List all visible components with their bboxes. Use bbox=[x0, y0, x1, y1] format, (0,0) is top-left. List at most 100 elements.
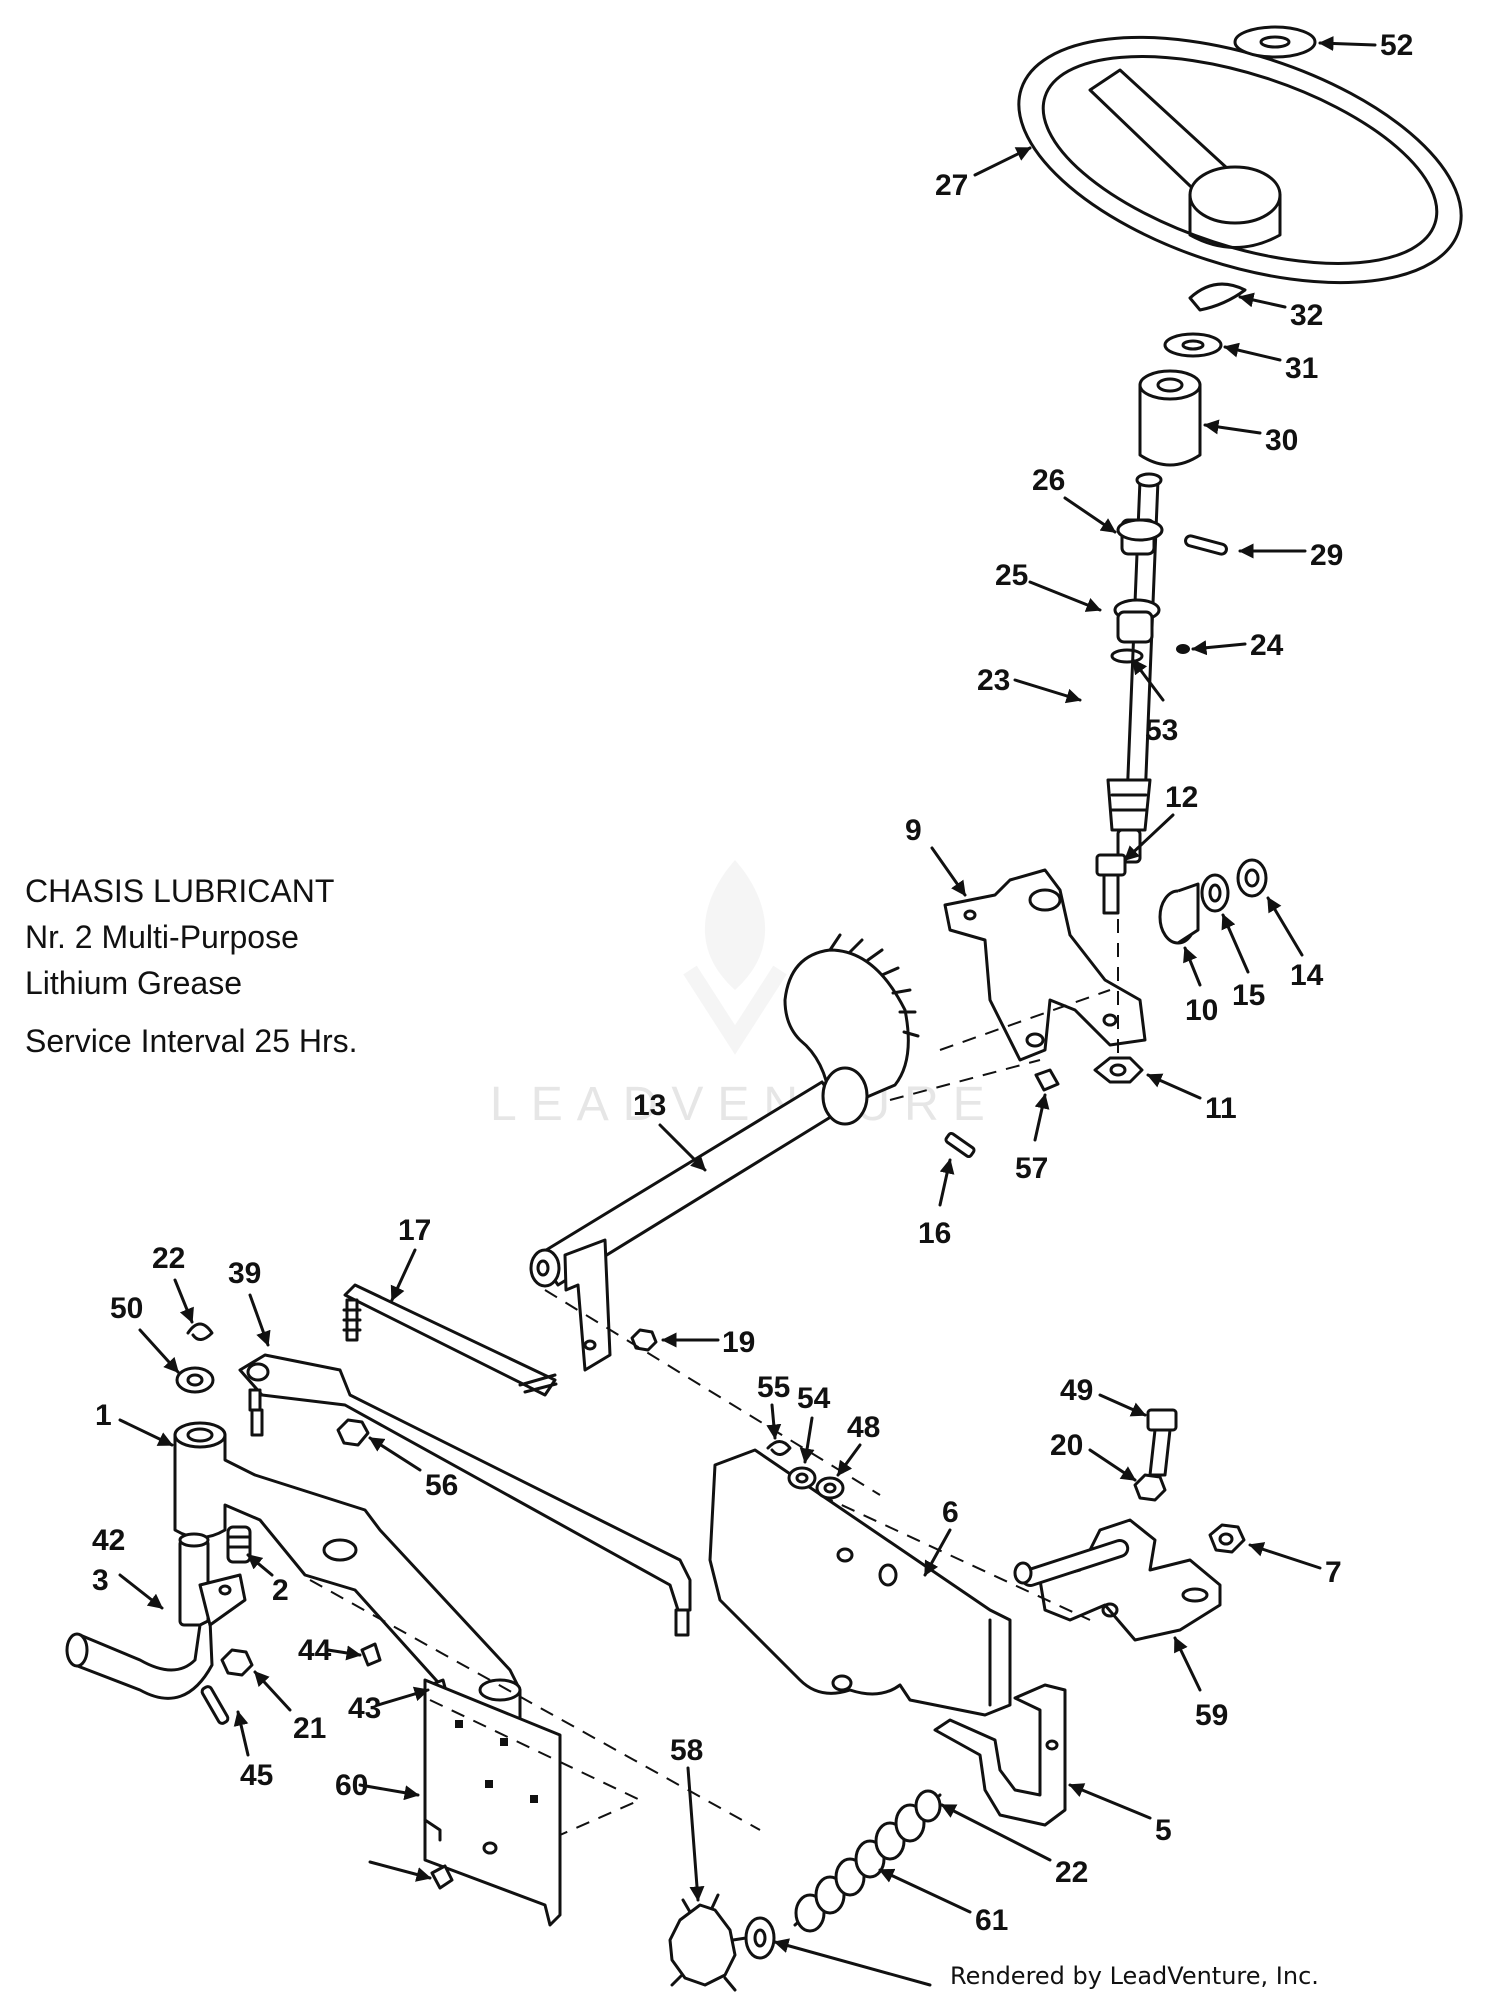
svg-text:57: 57 bbox=[1015, 1152, 1048, 1185]
steering-shaft bbox=[1106, 472, 1164, 864]
nut-49-left bbox=[1133, 1473, 1167, 1502]
svg-text:59: 59 bbox=[1195, 1699, 1228, 1732]
side-bracket bbox=[1013, 1518, 1222, 1642]
callout-24: 24 bbox=[1191, 629, 1284, 662]
callout-55: 54 bbox=[797, 1382, 831, 1464]
callout-1: 1 bbox=[95, 1399, 174, 1447]
svg-text:17: 17 bbox=[398, 1214, 431, 1247]
callout-45: 5 bbox=[1068, 1783, 1172, 1847]
svg-text:21: 21 bbox=[293, 1712, 326, 1745]
callout-16: 16 bbox=[918, 1158, 955, 1250]
callout-53: 53 bbox=[1131, 658, 1178, 747]
washer-55 bbox=[787, 1466, 817, 1490]
svg-text:19: 19 bbox=[722, 1326, 755, 1359]
watermark-text: LEADVENTURE bbox=[490, 1078, 999, 1131]
callout-2: 43 bbox=[348, 1686, 430, 1725]
drag-link bbox=[342, 1283, 558, 1397]
fitting-57 bbox=[1034, 1068, 1060, 1092]
callout-50: 50 bbox=[110, 1292, 180, 1374]
svg-text:25: 25 bbox=[995, 559, 1028, 592]
svg-text:26: 26 bbox=[1032, 464, 1065, 497]
callout-14: 14 bbox=[1266, 896, 1324, 992]
svg-text:16: 16 bbox=[918, 1217, 951, 1250]
svg-text:24: 24 bbox=[1250, 629, 1284, 662]
callout-6: 42 bbox=[92, 1524, 125, 1557]
assembly-line-bracket bbox=[939, 989, 1111, 1051]
mounting-plate bbox=[423, 1678, 562, 1927]
svg-text:54: 54 bbox=[797, 1382, 831, 1415]
svg-text:61: 61 bbox=[975, 1904, 1008, 1937]
bushing-30 bbox=[1138, 369, 1202, 467]
svg-text:14: 14 bbox=[1290, 959, 1324, 992]
pin-29 bbox=[1184, 534, 1228, 556]
svg-text:29: 29 bbox=[1310, 539, 1343, 572]
callout-12: 12 bbox=[1123, 781, 1198, 862]
washer-61 bbox=[744, 1916, 776, 1960]
washer-56 bbox=[766, 1440, 792, 1456]
svg-text:43: 43 bbox=[348, 1692, 381, 1725]
callout-11: 11 bbox=[1146, 1073, 1237, 1125]
svg-text:48: 48 bbox=[847, 1411, 880, 1444]
washer-50 bbox=[175, 1366, 215, 1394]
svg-text:9: 9 bbox=[905, 814, 922, 847]
svg-text:32: 32 bbox=[1290, 299, 1323, 332]
callout-22-top: 22 bbox=[152, 1242, 194, 1324]
note-line-4: Service Interval 25 Hrs. bbox=[25, 1023, 358, 1059]
svg-text:53: 53 bbox=[1145, 714, 1178, 747]
steering-sector-shaft bbox=[529, 933, 920, 1372]
steering-cap bbox=[1233, 25, 1317, 59]
callout-49-left: 20 bbox=[1050, 1429, 1137, 1482]
svg-text:23: 23 bbox=[977, 664, 1010, 697]
svg-text:58: 58 bbox=[670, 1734, 703, 1767]
render-credit: Rendered by LeadVenture, Inc. bbox=[950, 1962, 1319, 1990]
svg-text:30: 30 bbox=[1265, 424, 1298, 457]
assembly-line-plate bbox=[429, 1699, 643, 1836]
assembly-line-sector bbox=[889, 1059, 1041, 1101]
nut-19-lower bbox=[336, 1418, 370, 1447]
callout-60: 61 bbox=[878, 1868, 1008, 1937]
key-24 bbox=[1176, 644, 1190, 654]
svg-text:22: 22 bbox=[152, 1242, 185, 1275]
callout-9: 9 bbox=[905, 814, 967, 897]
svg-text:11: 11 bbox=[1205, 1092, 1237, 1125]
callout-30: 30 bbox=[1203, 419, 1298, 457]
svg-text:39: 39 bbox=[228, 1257, 261, 1290]
clip-22-top bbox=[186, 1322, 214, 1341]
svg-text:3: 3 bbox=[92, 1564, 109, 1597]
callout-27: 27 bbox=[935, 146, 1032, 202]
assembly-line-frame bbox=[819, 1494, 1091, 1621]
nut-44 bbox=[220, 1648, 254, 1677]
bushing-54 bbox=[815, 1476, 845, 1500]
svg-text:31: 31 bbox=[1285, 352, 1318, 385]
callout-39: 39 bbox=[228, 1257, 271, 1347]
bolt-12 bbox=[1095, 853, 1127, 915]
callout-29: 29 bbox=[1238, 539, 1343, 572]
callout-42: 2 bbox=[246, 1553, 289, 1607]
svg-text:49: 49 bbox=[1060, 1374, 1093, 1407]
svg-text:20: 20 bbox=[1050, 1429, 1083, 1462]
callout-21: 59 bbox=[1173, 1636, 1228, 1732]
clip-22-bottom bbox=[430, 1864, 454, 1890]
svg-text:56: 56 bbox=[425, 1469, 458, 1502]
callout-54: 48 bbox=[836, 1411, 880, 1477]
knob-59 bbox=[668, 1893, 748, 1992]
callout-49-right: 7 bbox=[1248, 1542, 1342, 1589]
callout-3: 44 bbox=[298, 1634, 362, 1667]
note-line-3: Lithium Grease bbox=[25, 965, 242, 1001]
lubrication-note: CHASIS LUBRICANT Nr. 2 Multi-Purpose Lit… bbox=[25, 868, 358, 1064]
svg-text:27: 27 bbox=[935, 169, 968, 202]
callout-19-upper: 19 bbox=[661, 1326, 755, 1359]
bolt-16 bbox=[944, 1131, 976, 1159]
callout-5: 60 bbox=[335, 1769, 420, 1802]
callout-52: 52 bbox=[1318, 29, 1413, 62]
callout-7: 3 bbox=[92, 1564, 164, 1610]
callout-22-bottom bbox=[368, 1860, 432, 1882]
svg-text:22: 22 bbox=[1055, 1856, 1088, 1889]
callout-58: 22 bbox=[940, 1803, 1088, 1889]
steering-bracket bbox=[943, 868, 1147, 1062]
callout-13: 13 bbox=[633, 1089, 707, 1172]
callout-48: 49 bbox=[1060, 1374, 1147, 1417]
callout-44: 21 bbox=[253, 1670, 326, 1745]
callout-56: 55 bbox=[757, 1371, 790, 1440]
